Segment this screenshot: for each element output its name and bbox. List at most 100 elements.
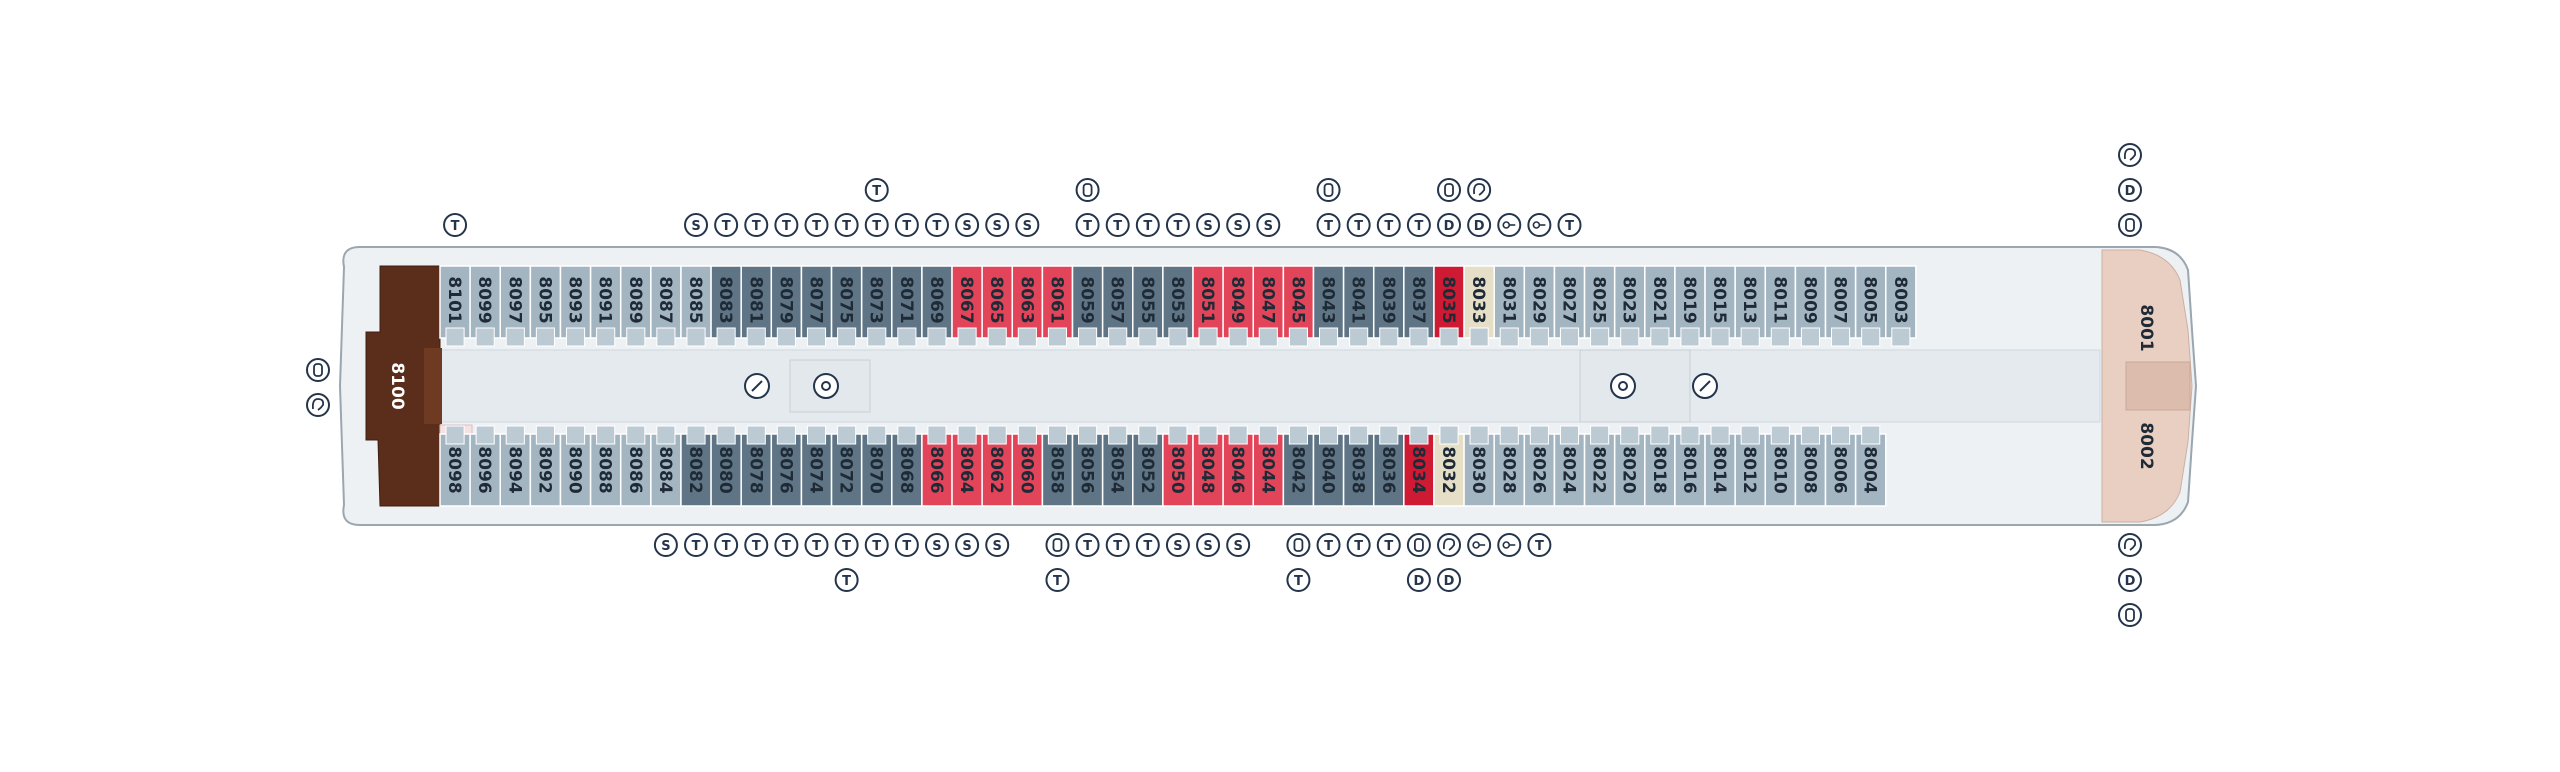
svg-text:D: D	[1474, 219, 1485, 234]
twin-bed-icon: T	[1045, 568, 1070, 592]
cabin-8045[interactable]	[1282, 265, 1315, 339]
suite-8002-label[interactable]: 8002	[2136, 422, 2156, 469]
twin-bed-icon: T	[1557, 213, 1582, 237]
cabin-8059-label: 8059	[1077, 276, 1097, 323]
cabin-8033[interactable]	[1463, 265, 1495, 339]
cabin-8059[interactable]	[1071, 265, 1104, 339]
svg-text:T: T	[1565, 219, 1574, 234]
cabin-8009[interactable]	[1794, 265, 1827, 339]
cabin-8010[interactable]	[1764, 433, 1797, 507]
cabin-8020[interactable]	[1613, 433, 1646, 507]
cabin-8065-label: 8065	[986, 276, 1006, 323]
cabin-8050[interactable]	[1162, 433, 1194, 507]
cabin-8021[interactable]	[1644, 265, 1676, 339]
top-bathroom-block	[927, 327, 947, 347]
cabin-8031[interactable]	[1493, 265, 1526, 339]
cabin-8004[interactable]	[1854, 433, 1887, 507]
top-bathroom-block	[1499, 327, 1519, 347]
cabin-8086[interactable]	[619, 433, 652, 507]
cabin-8057-label: 8057	[1107, 276, 1127, 323]
cabin-8082[interactable]	[680, 433, 712, 507]
cabin-8071-label: 8071	[896, 276, 916, 323]
cabin-8078[interactable]	[740, 433, 773, 507]
bottom-bathroom-block	[1710, 425, 1730, 445]
cabin-8071[interactable]	[891, 265, 923, 339]
cabin-8048-label: 8048	[1197, 446, 1217, 493]
cabin-8079[interactable]	[770, 265, 803, 339]
cabin-8080[interactable]	[710, 433, 742, 507]
cabin-8098[interactable]	[439, 433, 471, 507]
cabin-8009-label: 8009	[1799, 276, 1819, 323]
top-bathroom-block	[1228, 327, 1248, 347]
key-icon	[1497, 213, 1522, 237]
cabin-8057[interactable]	[1101, 265, 1134, 339]
cabin-8062[interactable]	[981, 433, 1014, 507]
sofa-bed-icon: S	[1226, 533, 1251, 557]
svg-text:T: T	[1083, 539, 1092, 554]
cabin-8095[interactable]	[529, 265, 562, 339]
cabin-8022[interactable]	[1583, 433, 1616, 507]
cabin-8090[interactable]	[559, 433, 592, 507]
cabin-8056[interactable]	[1071, 433, 1104, 507]
cabin-8011[interactable]	[1764, 265, 1797, 339]
cabin-8079-label: 8079	[775, 276, 795, 323]
cabin-8013[interactable]	[1734, 265, 1767, 339]
cabin-8003[interactable]	[1885, 265, 1917, 339]
cabin-8020-label: 8020	[1619, 446, 1639, 493]
cabin-8043[interactable]	[1312, 265, 1345, 339]
stern-stair-icon	[813, 373, 839, 399]
cabin-8024[interactable]	[1553, 433, 1586, 507]
cabin-8060[interactable]	[1011, 433, 1044, 507]
twin-bed-icon: T	[894, 533, 919, 557]
suite-labels: 8001 8002 8100	[387, 304, 2156, 469]
cabin-8098-label: 8098	[444, 446, 464, 493]
cabin-8003-label: 8003	[1890, 276, 1910, 323]
cabin-8093[interactable]	[559, 265, 592, 339]
cabin-8023[interactable]	[1613, 265, 1646, 339]
cabin-8028[interactable]	[1493, 433, 1526, 507]
cabin-8063[interactable]	[1011, 265, 1044, 339]
cabin-8048[interactable]	[1192, 433, 1224, 507]
cabin-8052[interactable]	[1132, 433, 1164, 507]
cabin-8096[interactable]	[469, 433, 501, 507]
twin-bed-icon: T	[1105, 533, 1130, 557]
cabin-8040-label: 8040	[1318, 446, 1338, 493]
cabin-8032[interactable]	[1433, 433, 1465, 507]
cabin-8069[interactable]	[921, 265, 953, 339]
bottom-bathroom-block	[505, 425, 525, 445]
svg-text:S: S	[962, 219, 971, 234]
cabin-8075[interactable]	[830, 265, 863, 339]
cabin-8073[interactable]	[860, 265, 893, 339]
bottom-bathroom-block	[1590, 425, 1610, 445]
twin-bed-icon: T	[864, 533, 889, 557]
top-bathroom-block	[1891, 327, 1911, 347]
cabin-8076[interactable]	[770, 433, 803, 507]
cabin-8068-label: 8068	[896, 446, 916, 493]
cabin-8016[interactable]	[1674, 433, 1706, 507]
bottom-bathroom-block	[716, 425, 736, 445]
bottom-bathroom-block	[565, 425, 586, 445]
top-bathroom-block	[1198, 327, 1218, 347]
cabin-8066[interactable]	[921, 433, 953, 507]
cabin-8095-label: 8095	[534, 276, 554, 323]
cabin-8055[interactable]	[1132, 265, 1164, 339]
cabin-8051[interactable]	[1192, 265, 1224, 339]
cabin-8015[interactable]	[1704, 265, 1736, 339]
cabin-8097[interactable]	[499, 265, 532, 339]
cabin-8030[interactable]	[1463, 433, 1495, 507]
cabin-8006[interactable]	[1824, 433, 1857, 507]
cabin-8064-label: 8064	[956, 446, 976, 493]
svg-text:T: T	[933, 219, 942, 234]
svg-text:T: T	[872, 539, 881, 554]
cabin-8029[interactable]	[1523, 265, 1556, 339]
suite-8100-label[interactable]: 8100	[387, 362, 407, 409]
cabin-8088[interactable]	[589, 433, 622, 507]
twin-bed-icon: T	[1376, 213, 1401, 237]
cabin-8039[interactable]	[1372, 265, 1405, 339]
cabin-8083-label: 8083	[715, 276, 735, 323]
cabin-8040[interactable]	[1312, 433, 1345, 507]
cabin-8036[interactable]	[1372, 433, 1405, 507]
cabin-8081[interactable]	[740, 265, 773, 339]
suite-8001-label[interactable]: 8001	[2136, 304, 2156, 351]
